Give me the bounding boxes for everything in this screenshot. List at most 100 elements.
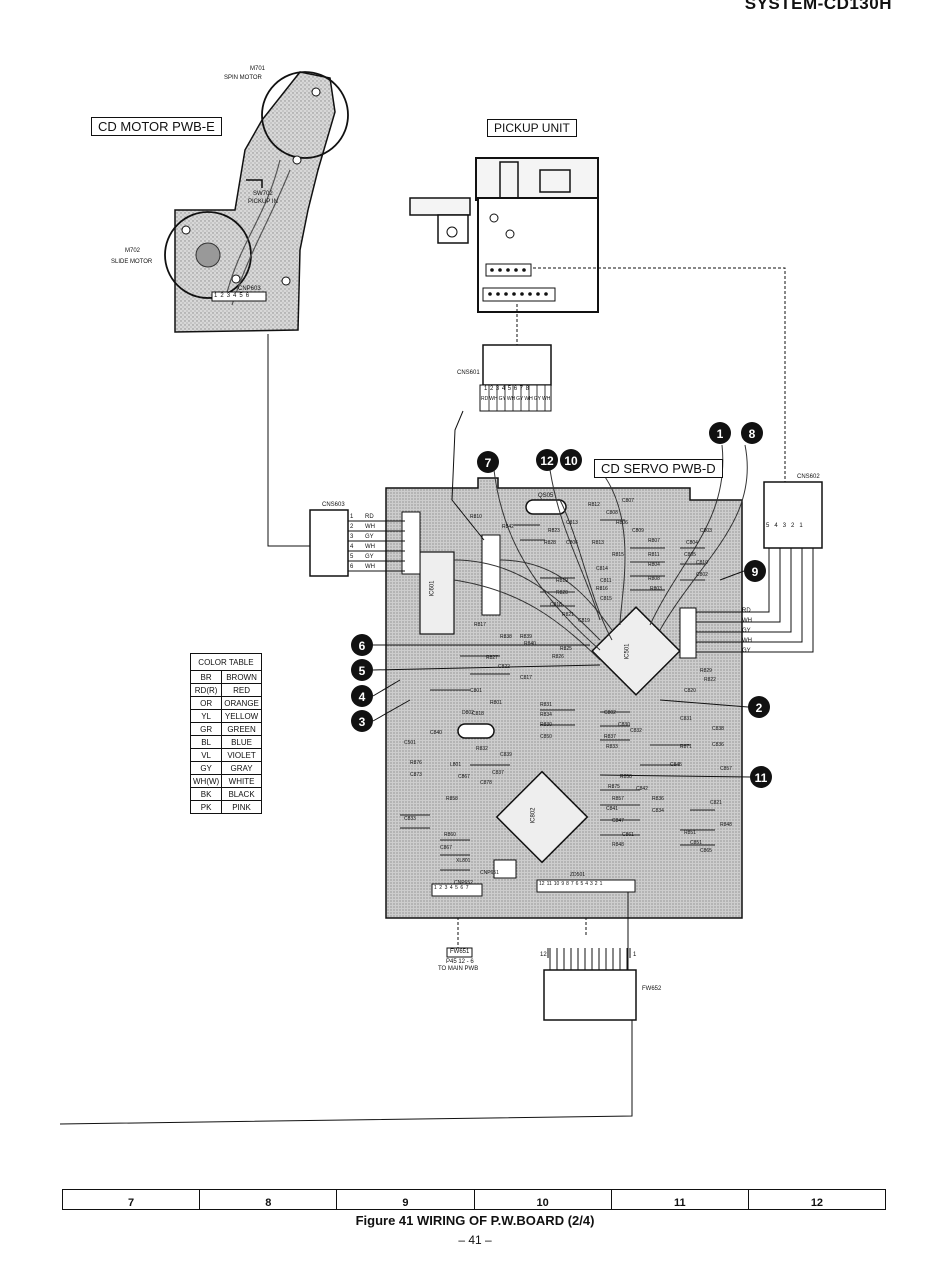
callout-7: 7 [477, 451, 499, 473]
component-ref: C822 [498, 664, 510, 670]
component-ref: C865 [700, 848, 712, 854]
grid-cell: 11 [610, 1190, 748, 1209]
component-ref: C814 [596, 566, 608, 572]
component-ref: C819 [578, 618, 590, 624]
component-ref: R848 [612, 842, 624, 848]
page-number: – 41 – [458, 1233, 492, 1247]
grid-cell: 10 [473, 1190, 611, 1209]
component-ref: R837 [604, 734, 616, 740]
component-ref: C810 [696, 560, 708, 566]
callout-8: 8 [741, 422, 763, 444]
component-ref: R842 [502, 524, 514, 530]
m702-ref: M702 [125, 248, 141, 254]
cd-motor-board-title: CD MOTOR PWB-E [91, 117, 222, 136]
component-ref: C845 [670, 762, 682, 768]
component-ref: R860 [444, 832, 456, 838]
component-ref: C878 [480, 780, 492, 786]
component-ref: C839 [500, 752, 512, 758]
component-ref: R836 [652, 796, 664, 802]
qs05-label: QS05 [538, 493, 554, 499]
component-ref: R811 [648, 552, 660, 558]
component-ref: R806 [616, 520, 628, 526]
component-ref: R839 [520, 634, 532, 640]
component-ref: R813 [592, 540, 604, 546]
component-ref: C802 [696, 572, 708, 578]
fw652-pin-left: 12 [540, 952, 547, 958]
component-ref: R858 [446, 796, 458, 802]
component-ref: C820 [684, 688, 696, 694]
cns602-connector [696, 481, 823, 653]
callout-10: 10 [560, 449, 582, 471]
component-ref: R810 [470, 514, 482, 520]
component-ref: R848 [720, 822, 732, 828]
component-ref: R817 [474, 622, 486, 628]
cd-servo-board-title: CD SERVO PWB-D [594, 459, 723, 478]
component-ref: R833 [606, 744, 618, 750]
component-ref: C501 [404, 740, 416, 746]
component-ref: C873 [410, 772, 422, 778]
callout-1-label: 1 [717, 427, 724, 441]
sw702-name: PICKUP IN [248, 199, 278, 205]
ic802-chip [495, 770, 589, 864]
sw702-ref: SW702 [253, 191, 273, 197]
ic802-label: IC802 [530, 807, 537, 824]
callout-2: 2 [748, 696, 770, 718]
fw651-dest1: P45 12 - 6 [446, 959, 474, 965]
pickup-unit-title: PICKUP UNIT [487, 119, 577, 137]
callout-1: 1 [709, 422, 731, 444]
m701-name: SPIN MOTOR [224, 75, 262, 81]
ic601-label: IC601 [429, 580, 436, 597]
callout-10-label: 10 [564, 454, 578, 468]
cd-motor-board [164, 71, 349, 333]
cns601-connector [479, 344, 552, 412]
component-ref: R834 [540, 712, 552, 718]
component-ref: XL801 [456, 858, 471, 864]
callout-3-label: 3 [359, 715, 366, 729]
component-ref: C836 [712, 742, 724, 748]
component-ref: C838 [712, 726, 724, 732]
callout-7-label: 7 [485, 456, 492, 470]
callout-9: 9 [744, 560, 766, 582]
callout-leaders [372, 570, 751, 778]
pickup-unit [409, 157, 599, 313]
component-ref: C834 [652, 808, 664, 814]
component-ref: R832 [476, 746, 488, 752]
component-ref: C867 [458, 774, 470, 780]
component-ref: C805 [684, 552, 696, 558]
component-ref: R840 [524, 641, 536, 647]
component-ref: C804 [686, 540, 698, 546]
component-ref: R822 [704, 677, 716, 683]
callout-8-label: 8 [749, 427, 756, 441]
component-ref: C830 [618, 722, 630, 728]
component-ref: C833 [404, 816, 416, 822]
component-ref: R821 [562, 612, 574, 618]
grid-cell: 9 [336, 1190, 473, 1209]
fw652-pin-right: 1 [633, 952, 637, 958]
component-ref: R829 [700, 668, 712, 674]
component-ref: R819 [556, 578, 568, 584]
component-ref: C807 [622, 498, 634, 504]
spin-motor-outline [261, 71, 349, 159]
color-table-title: COLOR TABLE [190, 653, 262, 671]
component-ref: R858 [620, 774, 632, 780]
callout-4-label: 4 [359, 690, 366, 704]
callout-2-label: 2 [756, 701, 763, 715]
component-ref: R831 [540, 702, 552, 708]
component-ref: C809 [632, 528, 644, 534]
table-row: WH(W)WHITE [189, 774, 262, 788]
component-ref: R815 [612, 552, 624, 558]
component-ref: C851 [690, 840, 702, 846]
callout-5: 5 [351, 659, 373, 681]
fw651-box [446, 947, 473, 958]
component-ref: C840 [430, 730, 442, 736]
figure-caption: Figure 41 WIRING OF P.W.BOARD (2/4) [355, 1213, 595, 1228]
component-ref: C861 [622, 832, 634, 838]
